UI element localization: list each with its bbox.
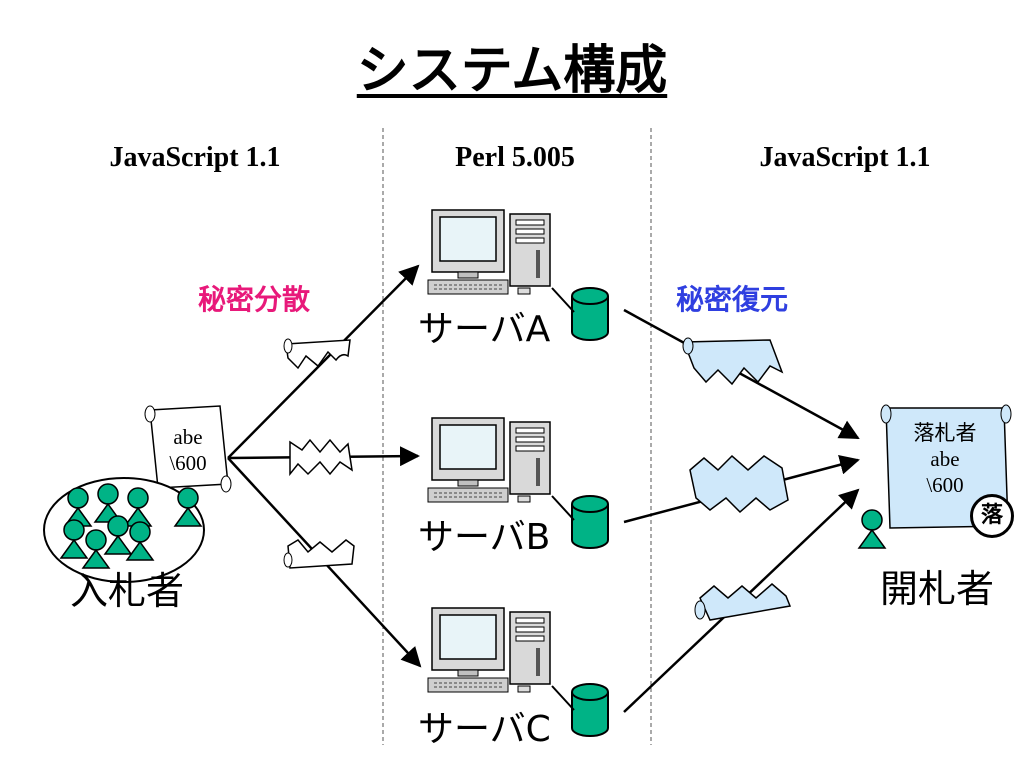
- column-header-middle: Perl 5.005: [455, 142, 575, 173]
- opener-label: 開札者: [880, 567, 995, 611]
- opener-person: [858, 509, 886, 549]
- server-a-db: [571, 287, 609, 341]
- share-scroll-left-c: [283, 539, 355, 569]
- share-scroll-left-b: [289, 438, 354, 477]
- share-scroll-right-b: [689, 454, 789, 514]
- bid-scroll-text: abe \600: [152, 424, 224, 476]
- server-a-label: サーバA: [418, 309, 551, 350]
- result-scroll-text: 落札者 abe \600: [890, 420, 1000, 498]
- result-scroll-line1: 落札者: [913, 421, 977, 445]
- server-a-computer: [427, 209, 551, 295]
- result-scroll-line2: abe: [930, 447, 960, 471]
- column-header-left: JavaScript 1.1: [109, 142, 281, 173]
- share-scroll-left-a: [283, 338, 351, 370]
- server-c-label: サーバC: [418, 709, 551, 750]
- bidder-group: [43, 477, 205, 583]
- bid-scroll-line1: abe: [173, 425, 203, 449]
- server-c-db: [571, 683, 609, 737]
- share-scroll-right-a: [682, 337, 784, 386]
- winner-stamp: 落: [970, 494, 1014, 538]
- bidders-label: 入札者: [70, 569, 185, 613]
- result-scroll-line3: \600: [926, 473, 964, 497]
- arrow-to-server-a: [227, 264, 420, 459]
- process-restore-label: 秘密復元: [676, 283, 789, 316]
- server-b-db: [571, 495, 609, 549]
- share-scroll-right-c: [694, 583, 792, 621]
- server-b-computer: [427, 417, 551, 503]
- server-c-computer: [427, 607, 551, 693]
- bid-scroll-line2: \600: [169, 451, 207, 475]
- bid-scroll: [144, 405, 232, 493]
- page-title: システム構成: [356, 41, 668, 101]
- column-header-right: JavaScript 1.1: [759, 142, 931, 173]
- server-b-label: サーバB: [418, 517, 551, 558]
- arrow-from-server-a: [623, 308, 860, 440]
- process-split-label: 秘密分散: [198, 283, 311, 316]
